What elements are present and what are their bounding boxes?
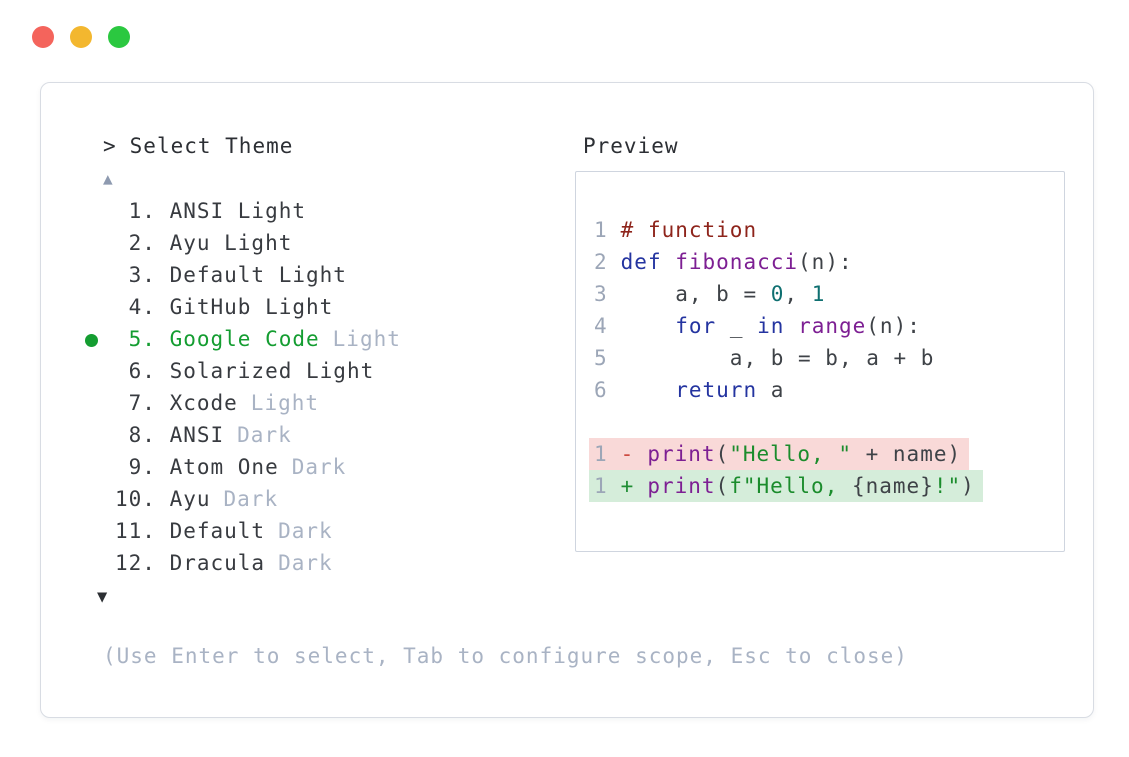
diff-plus-icon: + xyxy=(620,474,635,498)
selected-indicator xyxy=(85,227,115,259)
keyboard-hint: (Use Enter to select, Tab to configure s… xyxy=(103,644,908,668)
close-window-icon[interactable] xyxy=(32,26,54,48)
selected-indicator xyxy=(85,259,115,291)
code-line: 3 a, b = 0, 1 xyxy=(594,282,826,306)
theme-list-column: > Select Theme ▲ 1. ANSI Light 2. Ayu Lig… xyxy=(85,133,575,611)
selected-dot-icon xyxy=(85,334,98,347)
maximize-window-icon[interactable] xyxy=(108,26,130,48)
picker-title: Select Theme xyxy=(129,134,294,158)
scroll-up-icon[interactable]: ▲ xyxy=(103,169,114,188)
code-line: 5 a, b = b, a + b xyxy=(594,346,935,370)
theme-item-default-light[interactable]: 3. Default Light xyxy=(85,259,575,291)
selected-indicator xyxy=(85,515,115,547)
code-line: 6 return a xyxy=(594,378,785,402)
prompt-caret: > xyxy=(103,134,117,158)
selected-indicator xyxy=(85,387,115,419)
selected-indicator xyxy=(85,355,115,387)
theme-picker-panel: > Select Theme ▲ 1. ANSI Light 2. Ayu Lig… xyxy=(40,82,1094,718)
preview-label: Preview xyxy=(583,134,679,158)
code-blank-line xyxy=(594,406,1064,438)
code-line: 1# function xyxy=(594,218,758,242)
selected-indicator xyxy=(85,291,115,323)
selected-indicator xyxy=(85,451,115,483)
theme-item-github-light[interactable]: 4. GitHub Light xyxy=(85,291,575,323)
diff-minus-icon: - xyxy=(620,442,635,466)
theme-item-ansi-light[interactable]: 1. ANSI Light xyxy=(85,195,575,227)
selected-indicator xyxy=(85,419,115,451)
selected-indicator xyxy=(85,483,115,515)
code-line: 4 for _ in range(n): xyxy=(594,314,921,338)
scroll-down-icon[interactable]: ▼ xyxy=(97,587,109,607)
selected-indicator xyxy=(85,195,115,227)
theme-picker-prompt: > Select Theme xyxy=(103,133,575,159)
theme-item-solarized-light[interactable]: 6. Solarized Light xyxy=(85,355,575,387)
diff-line-removed: 1-print("Hello, " + name) xyxy=(589,438,1064,470)
selected-indicator xyxy=(85,547,115,579)
theme-item-ayu-light[interactable]: 2. Ayu Light xyxy=(85,227,575,259)
diff-line-added: 1+print(f"Hello, {name}!") xyxy=(589,470,1064,502)
theme-list: 1. ANSI Light 2. Ayu Light 3. Default Li… xyxy=(85,195,575,579)
minimize-window-icon[interactable] xyxy=(70,26,92,48)
window-controls xyxy=(32,26,130,48)
selected-indicator xyxy=(85,323,115,355)
